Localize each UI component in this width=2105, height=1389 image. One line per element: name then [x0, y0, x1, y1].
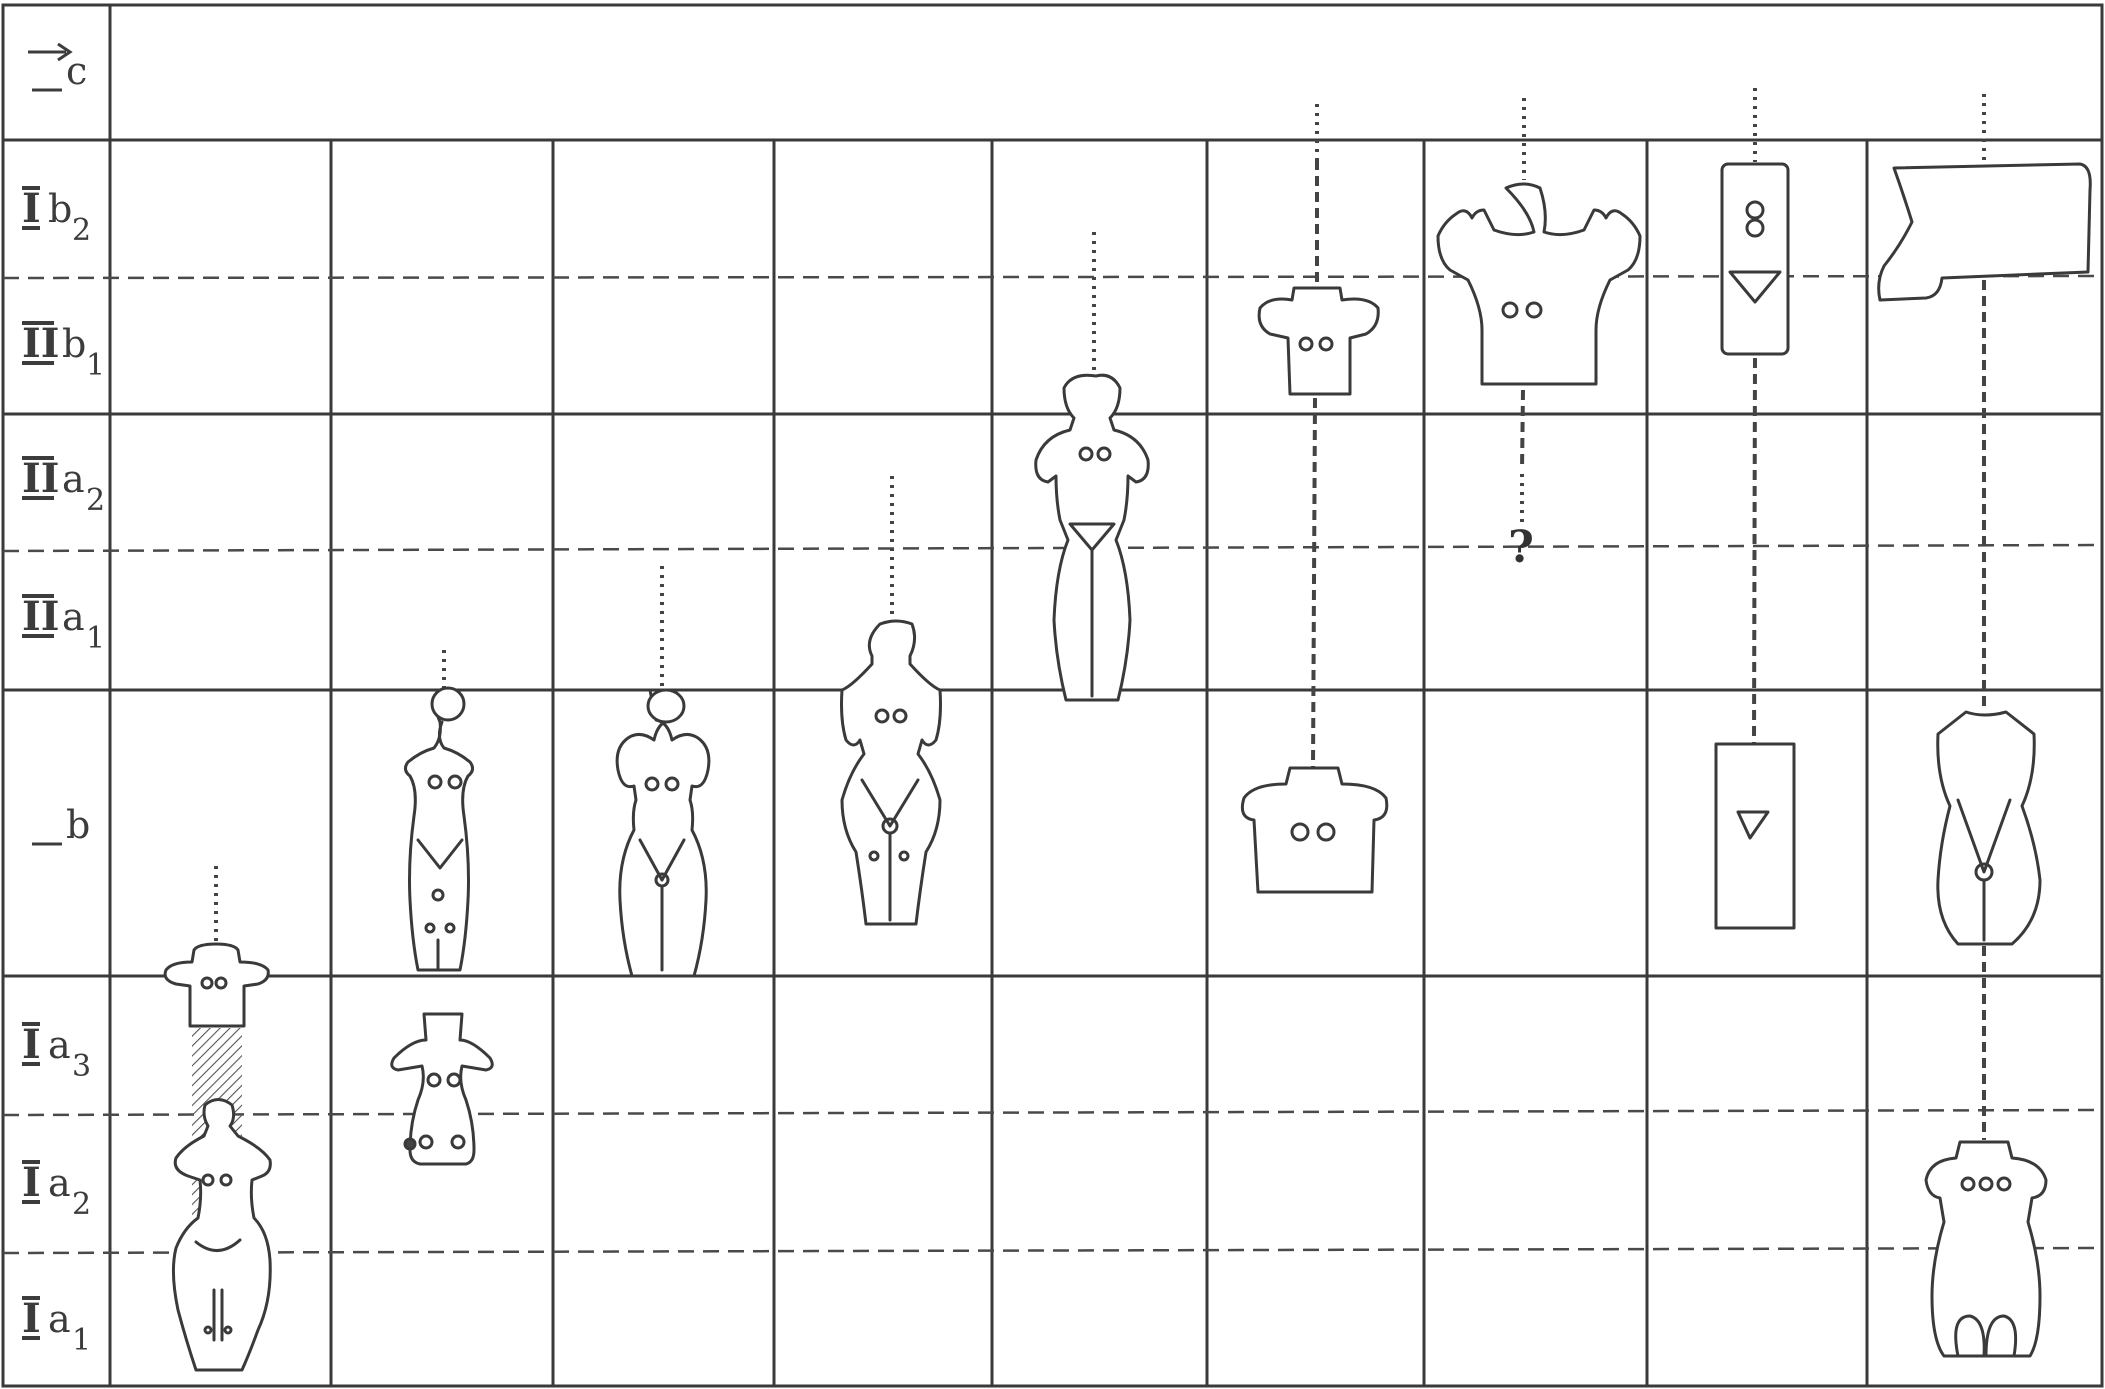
figurine-seated-torso-col9: [1926, 1142, 2046, 1356]
dashed-divider: [3, 1248, 2102, 1253]
row-subscript: 1: [72, 1323, 91, 1358]
row-letter: b: [66, 803, 90, 847]
figurine-stylized-col1: [173, 1100, 270, 1371]
figurine-upper-torso-col6-top: [1259, 288, 1378, 394]
dashed-divider: [3, 545, 2102, 551]
figurine-raised-arms-col7: [1438, 184, 1640, 384]
row-letter: a: [48, 1297, 71, 1341]
figurine-violin-col2: [392, 1014, 493, 1164]
figurine-upper-torso-col6-bottom: [1242, 768, 1386, 892]
row-letter: a: [48, 1023, 71, 1067]
dashed-line: [1522, 390, 1523, 470]
row-numeral: II: [22, 455, 59, 502]
dashed-line: [1313, 398, 1315, 768]
arrow-icon: [28, 44, 70, 60]
row-letter: a: [62, 595, 85, 639]
row-numeral: I: [22, 185, 41, 232]
row-letter: a: [48, 1161, 71, 1205]
dashed-divider: [3, 1110, 2102, 1115]
row-subscript: 2: [72, 213, 91, 248]
row-letter: b: [62, 322, 86, 366]
row-subscript: 2: [72, 1187, 91, 1222]
row-label-row-IIIc: c: [28, 44, 87, 93]
row-numeral: II: [22, 593, 59, 640]
row-subscript: 2: [86, 483, 105, 518]
row-subscript: 1: [86, 348, 105, 383]
figurine-standing-col2: [405, 688, 472, 970]
figurine-plank-col8-bottom: [1716, 744, 1794, 928]
dashed-line: [1754, 358, 1755, 744]
figurine-foot-fragment-col9: [1879, 164, 2091, 300]
row-numeral: I: [22, 1021, 41, 1068]
row-numeral: I: [22, 1159, 41, 1206]
figurine-torso-fragment-col9: [1938, 712, 2040, 944]
row-numeral: II: [22, 320, 59, 367]
row-subscript: 3: [72, 1049, 91, 1084]
figurine-torso-col1: [165, 944, 268, 1026]
figurine-standing-col5: [1036, 375, 1149, 700]
row-letter: c: [66, 49, 87, 93]
row-letter: b: [48, 187, 72, 231]
row-numeral: I: [22, 1295, 41, 1342]
row-subscript: 1: [86, 621, 105, 656]
figurine-plank-col8-top: [1722, 164, 1788, 354]
row-label-row-Ib: b: [32, 803, 90, 847]
uncertainty-mark: ?: [1508, 522, 1534, 573]
figurine-standing-col4: [842, 621, 941, 924]
row-letter: a: [62, 457, 85, 501]
figurine-standing-col3: [617, 690, 709, 976]
